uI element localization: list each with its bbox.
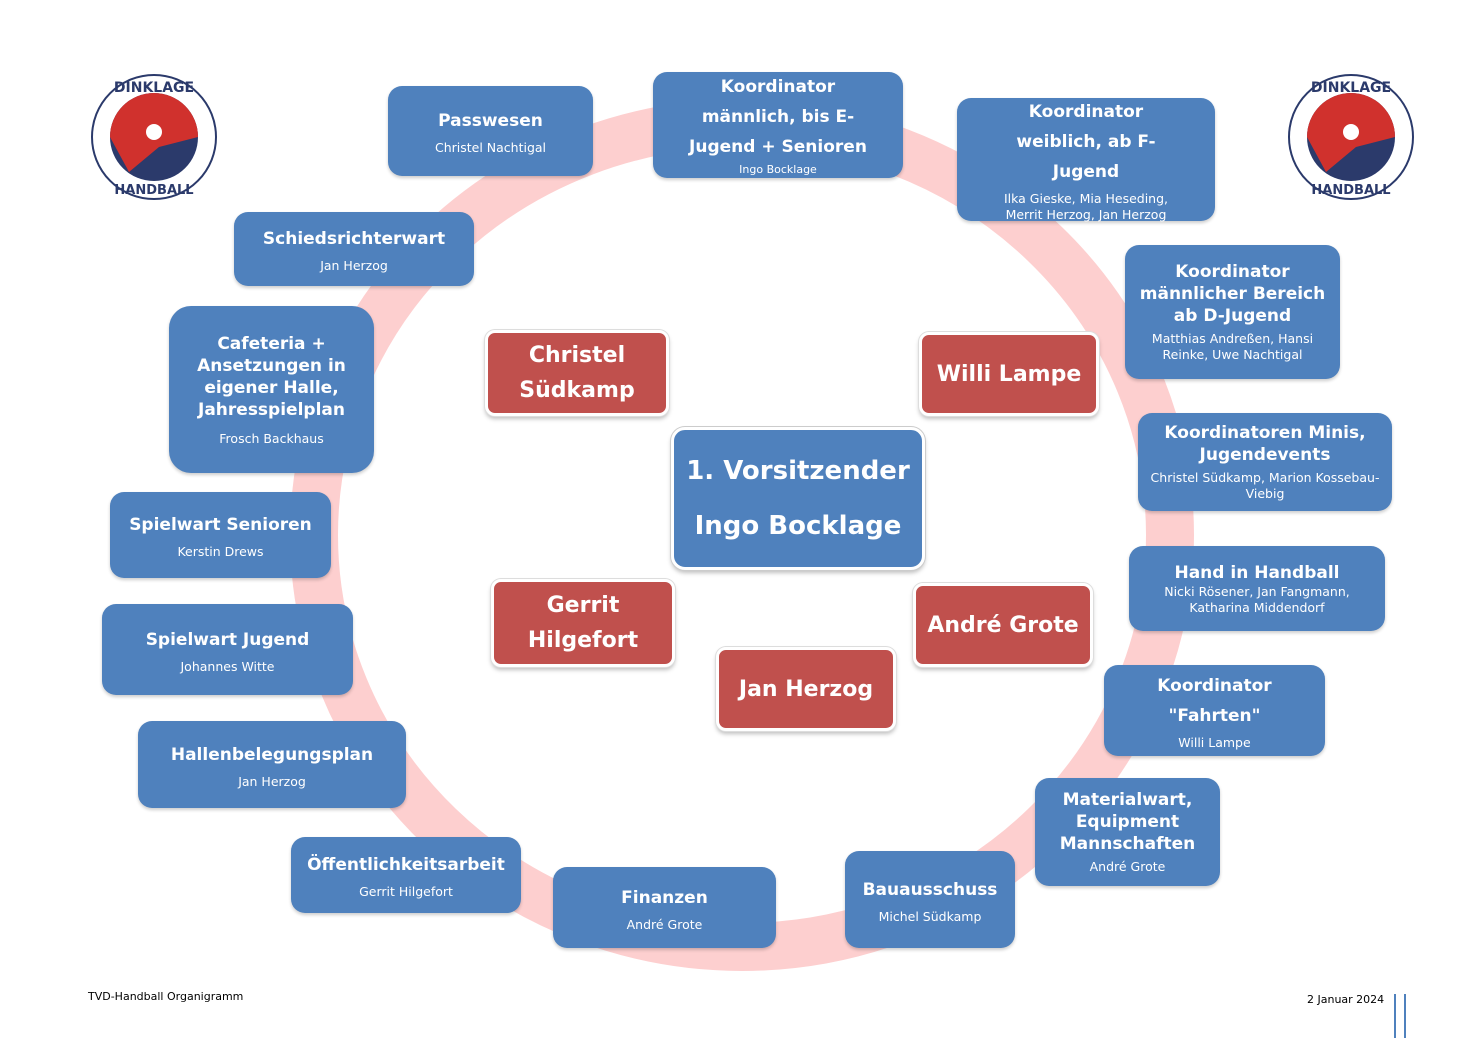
board-member-box: André Grote <box>913 583 1093 667</box>
board-name: Hilgefort <box>527 628 639 653</box>
role-box: Koordinator männlich, bis E-Jugend + Sen… <box>653 72 903 178</box>
role-title: Spielwart Jugend <box>145 629 310 650</box>
board-name: Christel <box>528 343 626 368</box>
footer-title: TVD-Handball Organigramm <box>88 990 244 1003</box>
footer-date: 2 Januar 2024 <box>1307 993 1385 1006</box>
role-title: Materialwart, Equipment Mannschaften <box>1059 790 1196 854</box>
role-people: Nicki Rösener, Jan Fangmann, Katharina M… <box>1164 583 1350 615</box>
role-people: Michel Südkamp <box>878 908 982 924</box>
svg-text:HANDBALL: HANDBALL <box>1311 183 1390 198</box>
board-member-box: Willi Lampe <box>919 332 1099 416</box>
role-box: Koordinator "Fahrten" Willi Lampe <box>1104 665 1325 756</box>
board-name: Südkamp <box>519 378 635 403</box>
role-title: Schiedsrichterwart <box>262 229 446 249</box>
board-name: André Grote <box>927 612 1079 638</box>
board-name: Willi Lampe <box>936 361 1082 387</box>
role-people: Matthias Andreßen, Hansi Reinke, Uwe Nac… <box>1151 331 1314 362</box>
role-people: Johannes Witte <box>180 658 275 674</box>
chairman-name: Ingo Bocklage <box>694 510 902 541</box>
role-title: Koordinator männlicher Bereich ab D-Juge… <box>1139 262 1326 326</box>
role-people: Gerrit Hilgefort <box>359 884 453 899</box>
role-box: Cafeteria + Ansetzungen in eigener Halle… <box>169 306 374 473</box>
svg-text:DINKLAGE: DINKLAGE <box>114 80 194 96</box>
role-title: Spielwart Senioren <box>129 515 312 535</box>
role-people: Kerstin Drews <box>177 544 264 559</box>
role-title: Passwesen <box>438 111 543 131</box>
role-box: Koordinator männlicher Bereich ab D-Juge… <box>1125 245 1340 379</box>
svg-text:DINKLAGE: DINKLAGE <box>1311 80 1391 96</box>
role-people: Frosch Backhaus <box>219 430 324 446</box>
role-title: Bauausschuss <box>862 879 998 900</box>
role-people: Christel Nachtigal <box>434 140 547 155</box>
board-member-box: Jan Herzog <box>716 647 896 731</box>
role-people: Willi Lampe <box>1178 734 1251 750</box>
role-title: Koordinator "Fahrten" <box>1157 675 1272 726</box>
club-logo-left: DINKLAGE HANDBALL <box>91 74 217 200</box>
board-name: Jan Herzog <box>738 676 874 702</box>
board-name: Gerrit <box>546 593 620 618</box>
role-people: André Grote <box>1089 859 1166 874</box>
role-people: Ilka Gieske, Mia Heseding, Merrit Herzog… <box>1003 190 1169 222</box>
role-title: Hallenbelegungsplan <box>170 744 374 765</box>
role-title: Hand in Handball <box>1174 562 1340 583</box>
club-logo-right: DINKLAGE HANDBALL <box>1288 74 1414 200</box>
role-people: Jan Herzog <box>320 258 388 273</box>
role-people: Jan Herzog <box>238 773 306 789</box>
footer-decoration <box>1394 994 1406 1038</box>
role-title: Koordinator männlich, bis E-Jugend + Sen… <box>689 77 867 157</box>
role-title: Öffentlichkeitsarbeit <box>307 855 505 875</box>
chairman-box: 1. Vorsitzender Ingo Bocklage <box>671 427 925 570</box>
role-title: Koordinatoren Minis, Jugendevents <box>1164 423 1366 465</box>
role-title: Cafeteria + Ansetzungen in eigener Halle… <box>197 333 346 420</box>
role-title: Finanzen <box>621 887 708 908</box>
role-title: Koordinator weiblich, ab F-Jugend <box>1016 101 1156 182</box>
role-people: Ingo Bocklage <box>739 163 817 176</box>
svg-text:HANDBALL: HANDBALL <box>114 183 193 198</box>
role-people: André Grote <box>626 916 703 932</box>
role-people: Christel Südkamp, Marion Kossebau-Viebig <box>1150 470 1380 501</box>
chairman-title: 1. Vorsitzender <box>686 455 910 486</box>
